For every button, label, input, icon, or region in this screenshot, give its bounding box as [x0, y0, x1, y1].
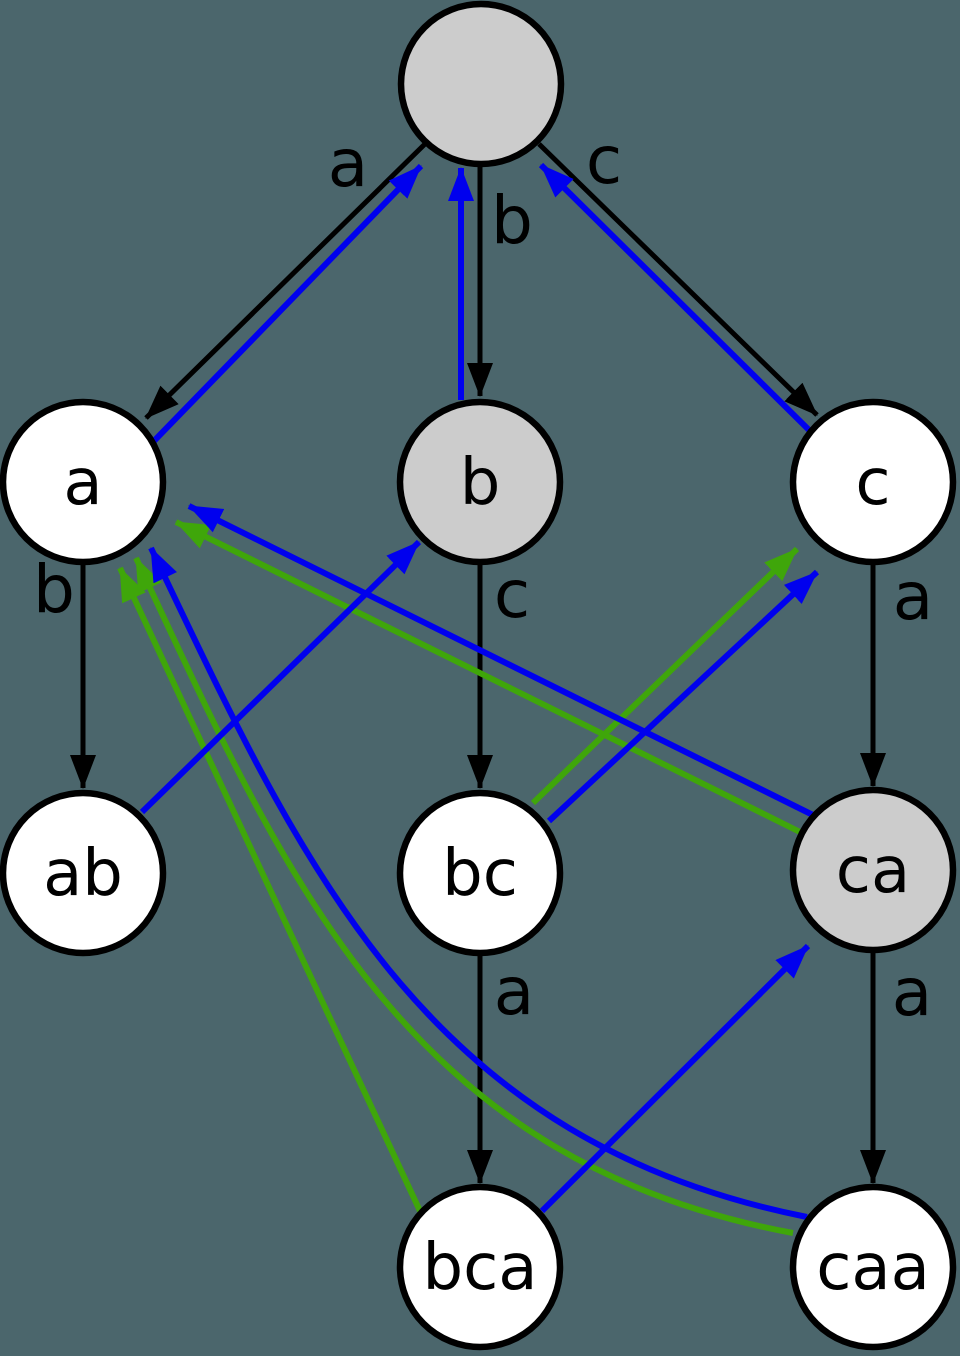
blue-link-bc-c — [546, 569, 820, 824]
green-link-bca-a — [117, 566, 423, 1213]
node-ca-label: ca — [836, 834, 910, 908]
blue-link-c-root — [538, 162, 813, 434]
edge-label-b-bc: c — [494, 556, 530, 633]
node-root — [397, 0, 565, 168]
green-link-bc-c — [530, 546, 800, 806]
node-c-label: c — [855, 446, 890, 520]
edge-root-c — [537, 142, 819, 417]
node-bc-label: bc — [442, 837, 518, 911]
node-a-label: a — [63, 446, 102, 520]
node-a — [0, 398, 167, 566]
node-bc — [396, 789, 564, 957]
edge-label-c-ca: a — [893, 558, 933, 635]
blue-link-ab-b — [139, 539, 422, 815]
node-ca — [789, 786, 957, 954]
blue-link-a-root — [150, 163, 424, 445]
node-b-label: b — [460, 446, 501, 520]
node-b — [396, 398, 564, 566]
edge-root-a — [144, 140, 429, 420]
node-bca-label: bca — [422, 1231, 537, 1305]
blue-link-bca-ca — [539, 943, 811, 1214]
edge-label-ca-caa: a — [892, 954, 932, 1031]
edge-label-root-a: a — [328, 125, 368, 202]
green-link-caa-a — [133, 556, 794, 1236]
green-link-ca-a — [174, 519, 804, 836]
node-c — [789, 398, 957, 566]
node-caa — [789, 1183, 957, 1351]
node-caa-label: caa — [816, 1231, 930, 1305]
edge-label-a-ab: b — [33, 551, 75, 628]
edge-label-root-c: c — [586, 122, 622, 199]
node-ab — [0, 789, 167, 957]
blue-link-ca-a — [187, 503, 819, 820]
edge-label-bc-bca: a — [494, 953, 534, 1030]
node-ab-label: ab — [43, 837, 123, 911]
blue-link-caa-a — [148, 546, 808, 1220]
node-bca — [396, 1183, 564, 1351]
edge-label-root-b: b — [491, 182, 533, 259]
